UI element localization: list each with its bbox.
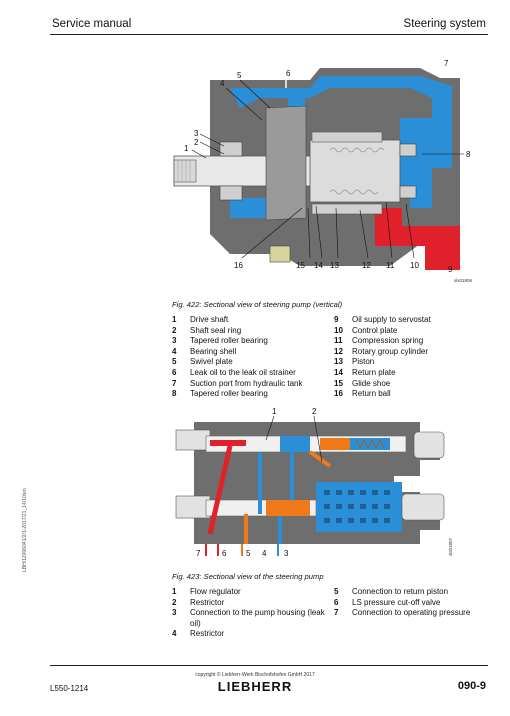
- header-rule: [50, 34, 488, 35]
- footer-model-code: L550-1214: [50, 684, 89, 693]
- fig2-callout-3: 3: [284, 549, 289, 558]
- figure-steering-pump-vertical: 5 4 6 7 3 2 1 8 9 16 15 14 13 12 11 10 s…: [173, 59, 473, 283]
- fig1-callout-4: 4: [220, 79, 225, 88]
- fig2-image-code: sls01807: [448, 537, 453, 556]
- footer-rule: [50, 665, 488, 666]
- fig2-callout-5: 5: [246, 549, 251, 558]
- fig1-callout-8: 8: [466, 150, 471, 159]
- header-title-right: Steering system: [403, 18, 486, 30]
- liebherr-logo: LIEBHERR: [217, 679, 293, 694]
- fig1-callout-5: 5: [237, 71, 242, 80]
- fig1-callout-10: 10: [410, 261, 419, 270]
- fig2-callout-6: 6: [222, 549, 227, 558]
- fig1-callout-6: 6: [286, 69, 291, 78]
- footer-page-number: 090-9: [457, 680, 486, 692]
- fig2-callout-4: 4: [262, 549, 267, 558]
- fig1-callout-12: 12: [362, 261, 371, 270]
- fig2-callout-1: 1: [272, 407, 277, 416]
- fig1-callout-2: 2: [194, 138, 199, 147]
- fig1-callout-3: 3: [194, 129, 199, 138]
- fig1-callout-7: 7: [444, 59, 449, 68]
- fig1-callout-15: 15: [296, 261, 305, 270]
- fig2-caption: Fig. 423: Sectional view of the steering…: [172, 572, 324, 581]
- fig1-callout-9: 9: [448, 265, 453, 274]
- side-document-code: LBH/12006041/2/1-2017/21_14/10/en: [22, 488, 28, 572]
- fig2-callout-7: 7: [196, 549, 201, 558]
- fig2-callout-2: 2: [312, 407, 317, 416]
- figure-flow-regulator-section: 1 2 7 6 5 4 3 sls01807: [175, 407, 453, 558]
- fig1-image-code: sls01806: [454, 278, 473, 283]
- fig1-callout-11: 11: [386, 261, 395, 270]
- fig1-callout-13: 13: [330, 261, 339, 270]
- header-title-left: Service manual: [52, 18, 132, 30]
- fig1-callout-16: 16: [234, 261, 243, 270]
- fig1-callout-14: 14: [314, 261, 323, 270]
- fig1-caption: Fig. 422: Sectional view of steering pum…: [172, 300, 343, 309]
- fig2-port-arrows: [205, 544, 279, 556]
- footer-copyright: copyright © Liebherr-Werk Bischofshofen …: [195, 672, 315, 678]
- fig1-callout-1: 1: [184, 144, 189, 153]
